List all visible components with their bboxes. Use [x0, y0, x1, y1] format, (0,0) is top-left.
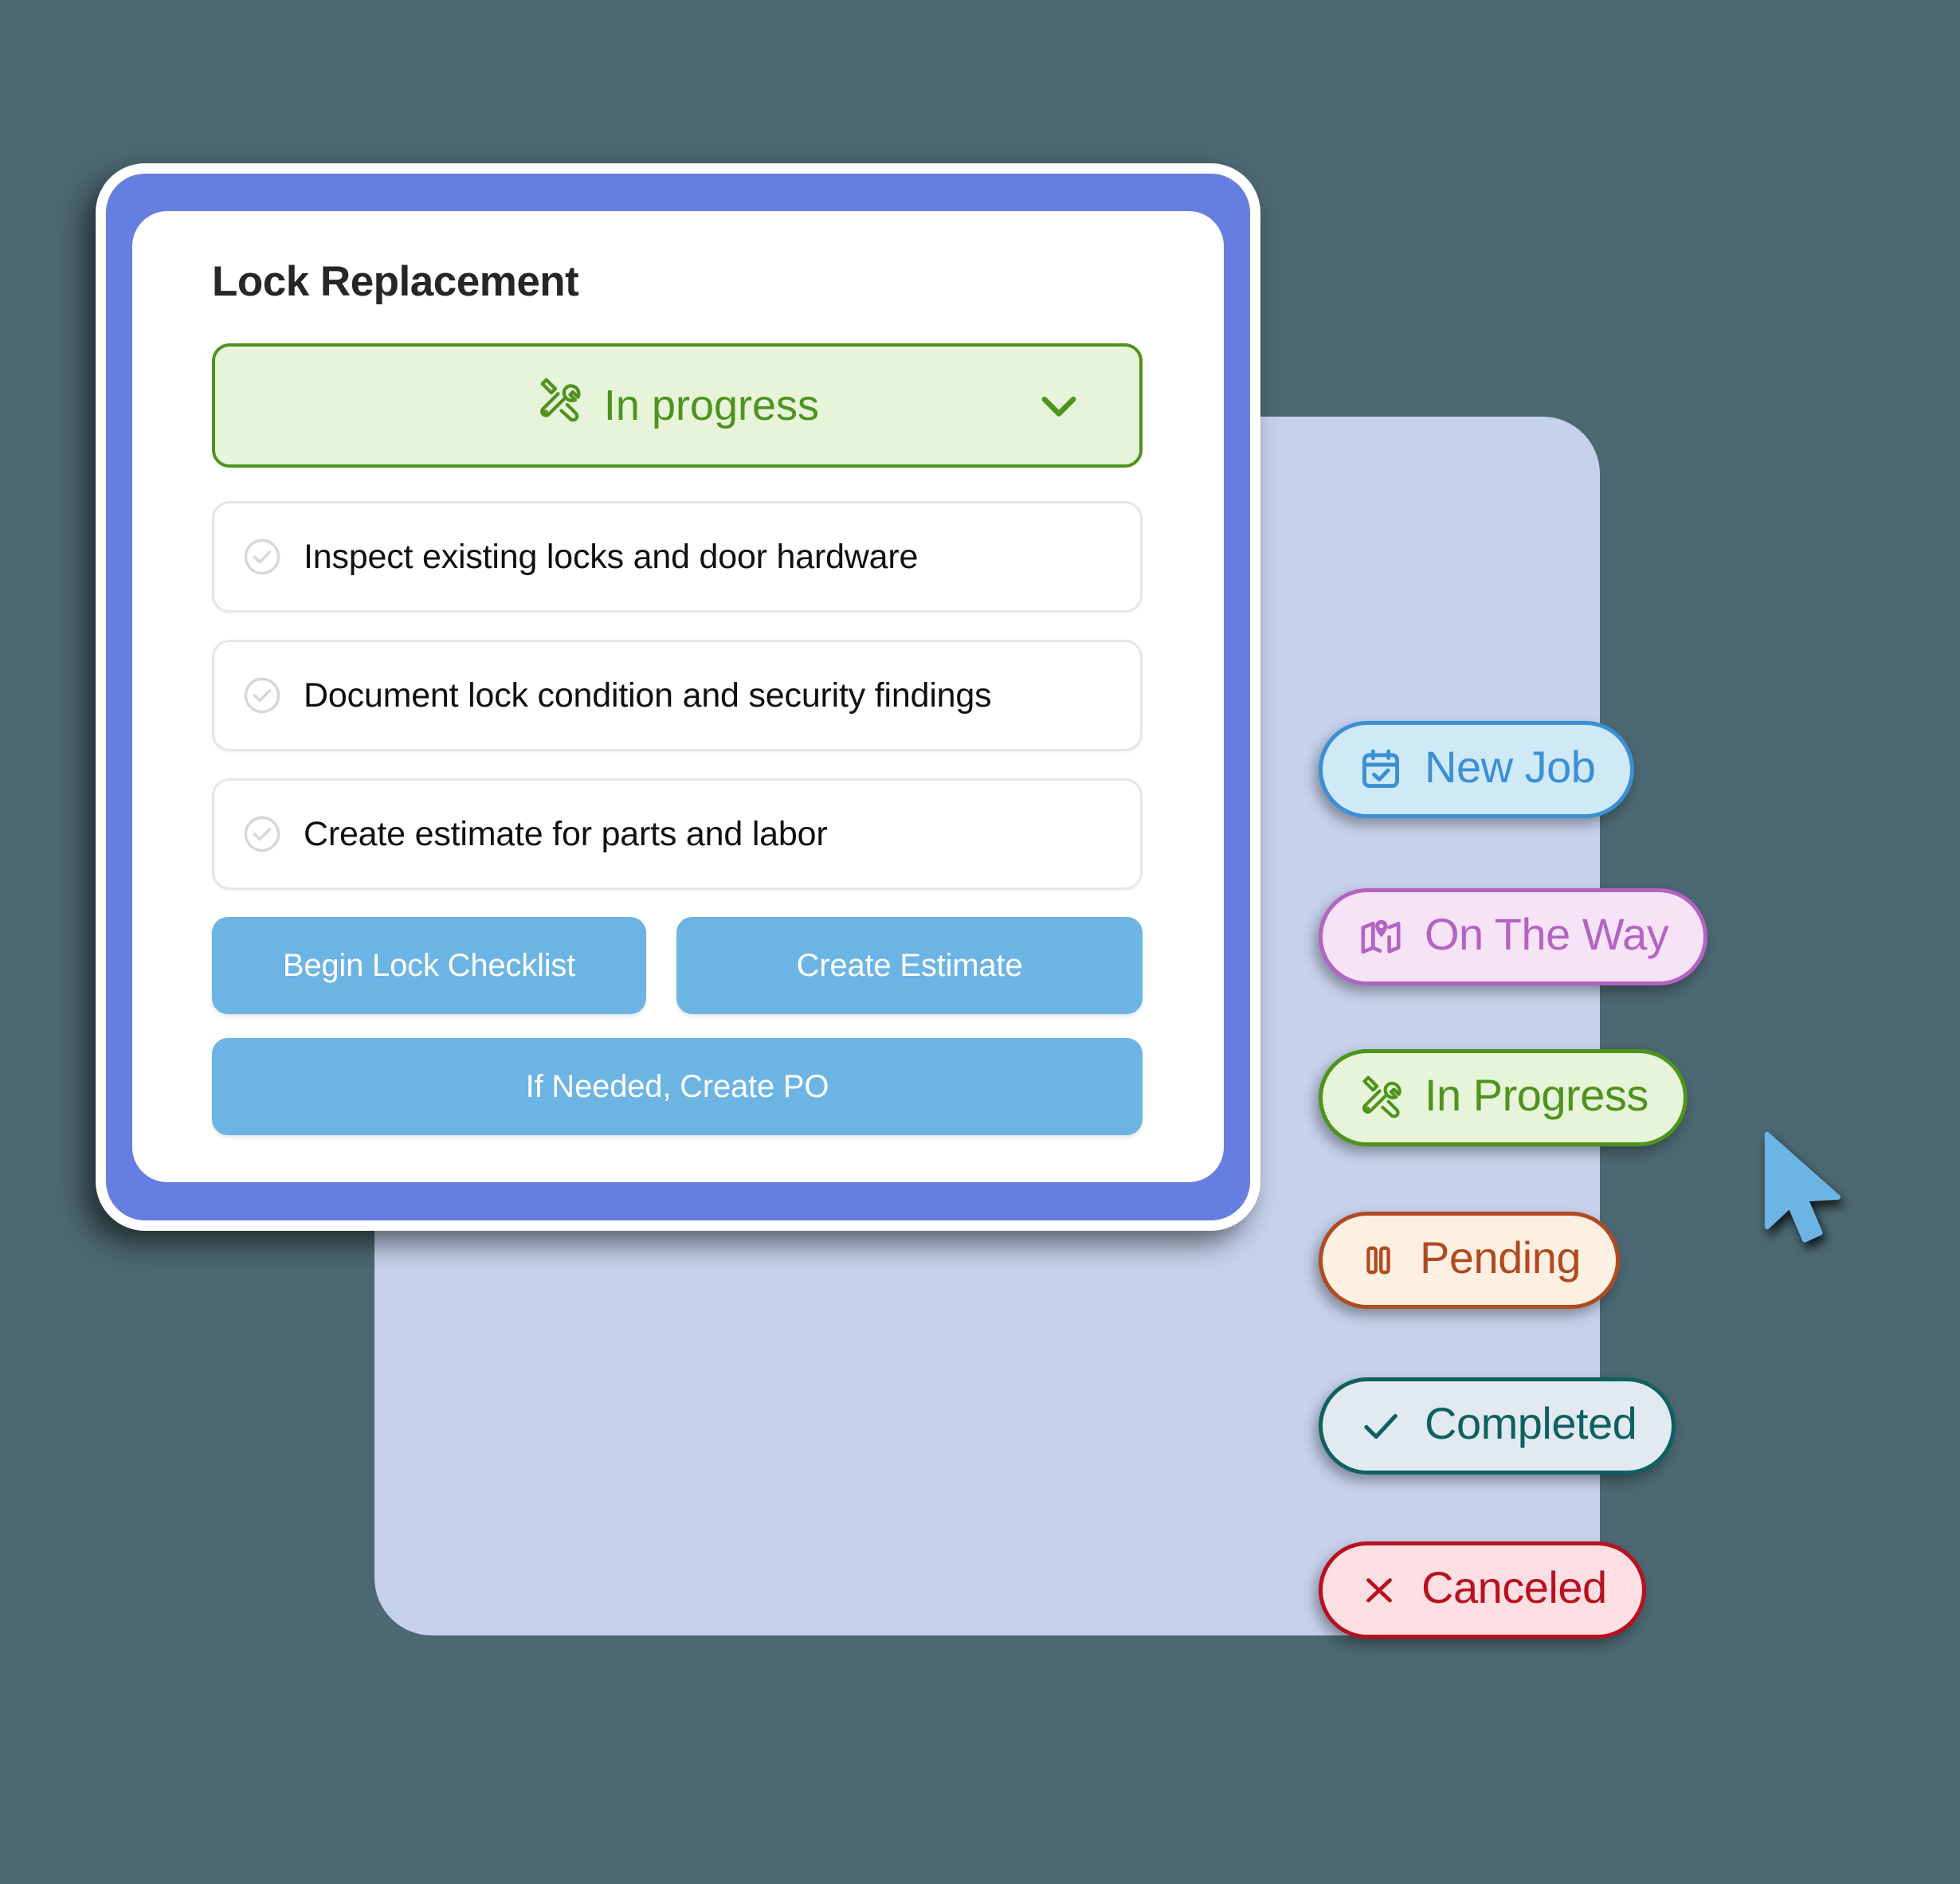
status-pill-label: Completed [1425, 1398, 1637, 1448]
job-card-content: Lock Replacement [212, 258, 1176, 1136]
checklist-item-1[interactable]: Inspect existing locks and door hardware [212, 501, 1143, 613]
status-pill-in-progress[interactable]: In Progress [1319, 1049, 1688, 1146]
circle-check-icon[interactable] [241, 675, 283, 716]
status-pill-on-the-way[interactable]: On The Way [1319, 888, 1708, 985]
map-pin-icon [1358, 914, 1404, 960]
check-icon [1358, 1403, 1404, 1449]
job-card-surface: Lock Replacement [132, 211, 1224, 1182]
create-po-button[interactable]: If Needed, Create PO [212, 1038, 1143, 1136]
checklist-item-3[interactable]: Create estimate for parts and labor [212, 778, 1143, 891]
circle-check-icon[interactable] [241, 813, 283, 855]
action-button-row: Begin Lock Checklist Create Estimate [212, 917, 1143, 1015]
status-select-value: In progress [603, 382, 820, 430]
status-select-value-group: In progress [535, 377, 819, 435]
create-estimate-button[interactable]: Create Estimate [676, 917, 1143, 1015]
close-x-icon [1358, 1569, 1401, 1612]
status-pill-label: New Job [1425, 742, 1596, 792]
checklist-item-label: Document lock condition and security fin… [304, 676, 992, 715]
page-title: Lock Replacement [212, 258, 579, 305]
pause-icon [1358, 1240, 1399, 1281]
status-pill-list: New Job On The Way [1319, 721, 1708, 1639]
tools-icon [1358, 1075, 1404, 1121]
status-pill-completed[interactable]: Completed [1319, 1377, 1676, 1475]
job-card: Lock Replacement [96, 163, 1260, 1231]
status-pill-label: Pending [1420, 1232, 1582, 1283]
status-pill-new-job[interactable]: New Job [1319, 721, 1635, 818]
tools-icon [535, 377, 583, 435]
status-pill-label: Canceled [1421, 1562, 1607, 1612]
status-pill-label: On The Way [1425, 909, 1669, 959]
calendar-check-icon [1358, 746, 1404, 793]
status-pill-label: In Progress [1425, 1070, 1648, 1120]
begin-lock-checklist-button[interactable]: Begin Lock Checklist [212, 917, 646, 1015]
circle-check-icon[interactable] [241, 536, 283, 578]
status-pill-canceled[interactable]: Canceled [1319, 1541, 1646, 1639]
checklist-item-label: Create estimate for parts and labor [304, 814, 828, 853]
checklist-item-label: Inspect existing locks and door hardware [304, 537, 919, 576]
status-select[interactable]: In progress [212, 343, 1143, 468]
status-pill-pending[interactable]: Pending [1319, 1212, 1621, 1309]
checklist-item-2[interactable]: Document lock condition and security fin… [212, 640, 1143, 752]
chevron-down-icon[interactable] [1034, 381, 1084, 430]
mouse-pointer-icon [1758, 1130, 1853, 1261]
